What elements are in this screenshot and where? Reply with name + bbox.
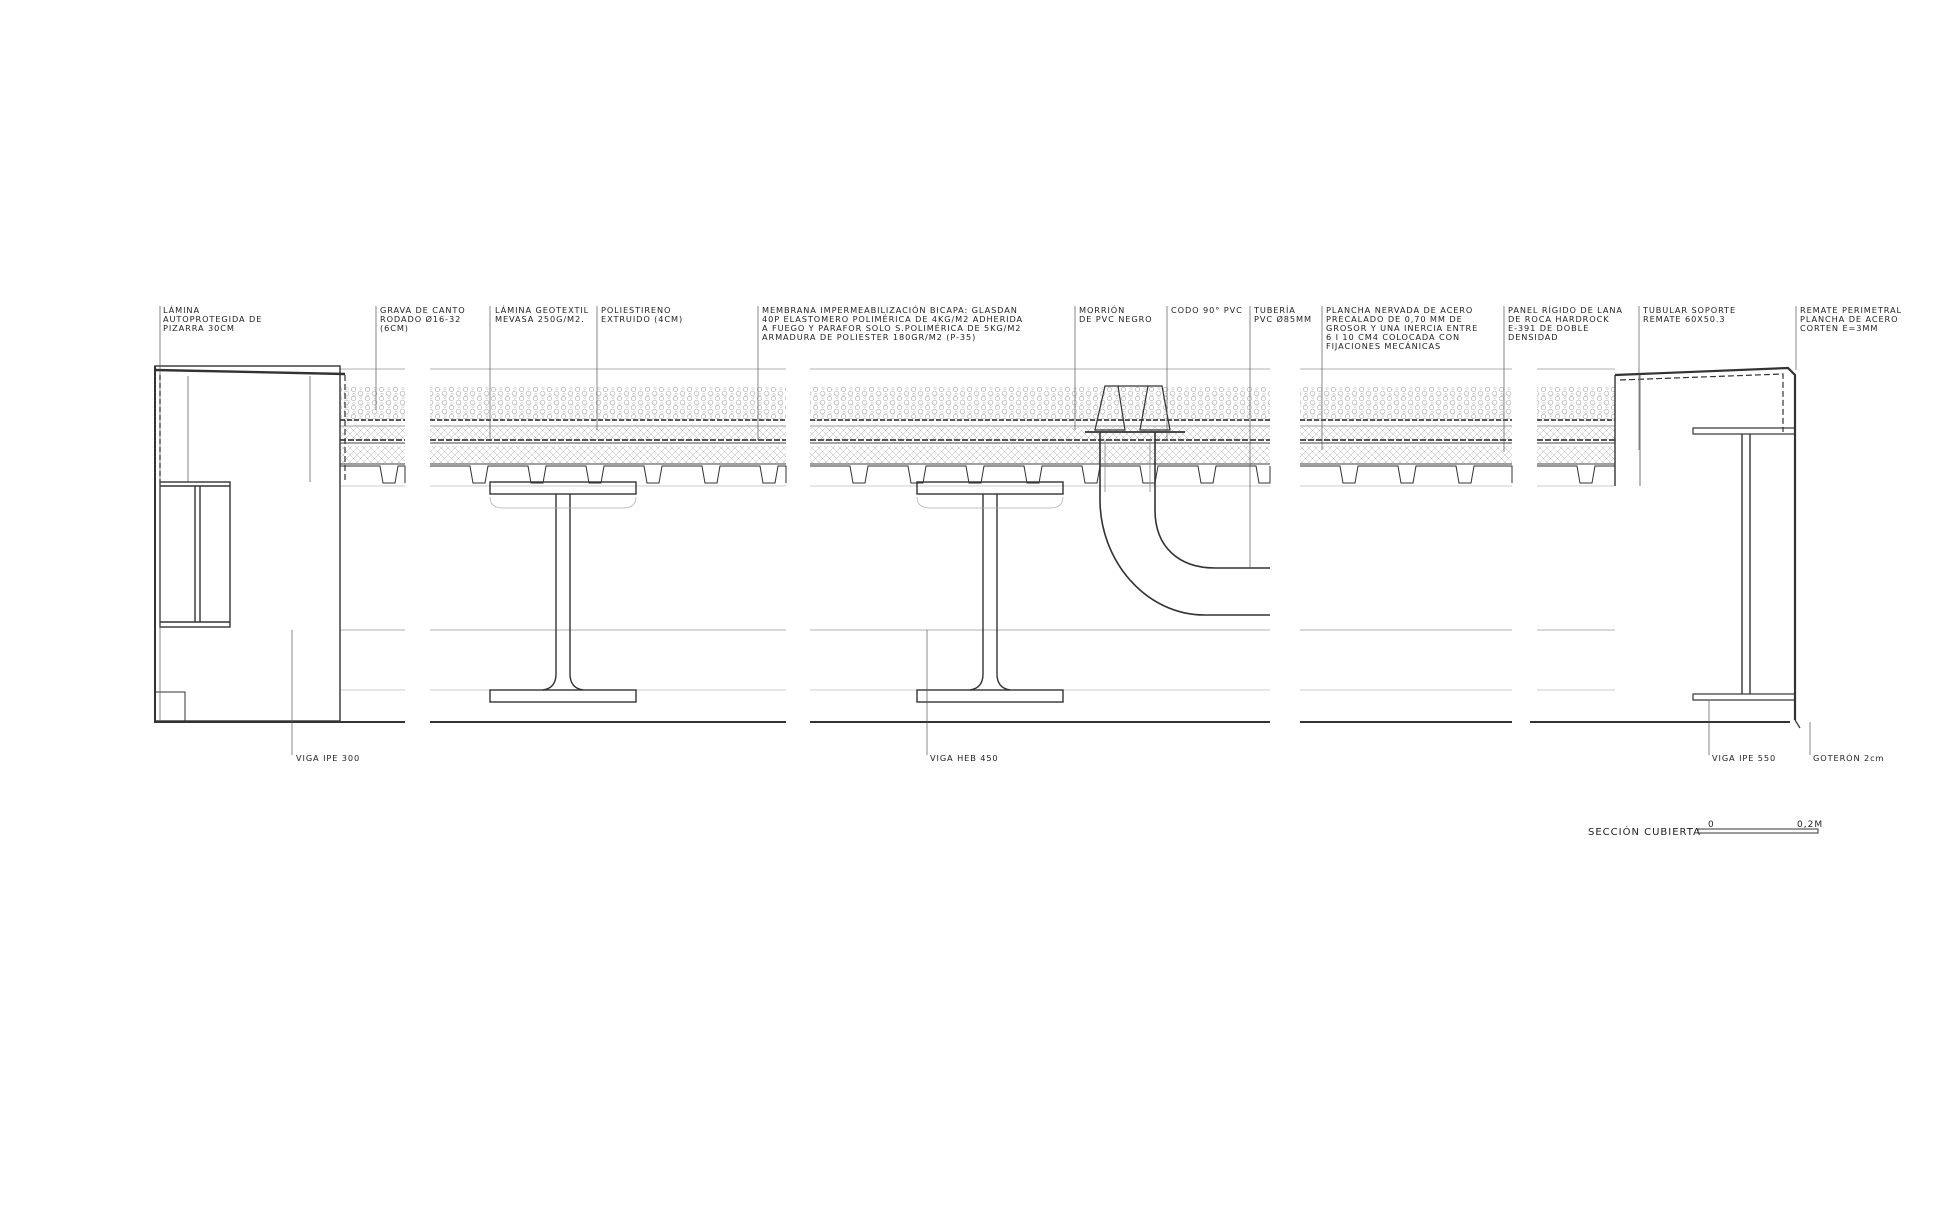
roof-segment — [430, 368, 787, 723]
right-parapet — [1530, 366, 1801, 729]
scale-end: 0,2M — [1797, 820, 1824, 830]
label-line: ARMADURA DE POLIESTER 180gr/m2 (P-35) — [762, 332, 977, 342]
label-line: TUBERÍA — [1254, 305, 1296, 315]
label-line: LÁMINA GEOTEXTIL — [495, 305, 590, 315]
i-beam — [489, 481, 637, 703]
label-line: AUTOPROTEGIDA DE — [163, 314, 263, 324]
label-line: LÁMINA — [163, 305, 200, 315]
label-line: REMATE 60X50.3 — [1643, 314, 1726, 324]
label-line: 40P ELASTOMERO POLIMÉRICA DE 4kg/m2 ADHE… — [762, 314, 1024, 324]
scale-title: SECCIÓN CUBIERTA — [1588, 827, 1701, 838]
label-line: TUBULAR SOPORTE — [1643, 305, 1737, 315]
label-line: PVC ø85mm — [1254, 314, 1312, 324]
label-line: A FUEGO Y PARAFOR SOLO S.POLIMÉRICA DE 5… — [762, 323, 1022, 333]
label-goteron: GOTERÓN 2cm — [1813, 753, 1885, 763]
roof-segment — [1300, 368, 1513, 723]
label-line: RODADO ø16-32 — [380, 314, 462, 324]
label-line: PRECALADO DE 0,70 mm DE — [1326, 314, 1463, 324]
label-line: MORRIÓN — [1079, 305, 1126, 315]
label-line: DE ROCA HARDROCK — [1508, 314, 1610, 324]
label-line: E-391 DE DOBLE — [1508, 323, 1590, 333]
label-line: FIJACIONES MECÁNICAS — [1326, 341, 1442, 351]
label-line: PIZARRA 30cm — [163, 323, 235, 333]
label-viga-ipe-300: VIGA IPE 300 — [296, 753, 361, 763]
label-codo: CODO 90° PVC — [1171, 306, 1243, 315]
label-line: DE PVC NEGRO — [1079, 314, 1153, 324]
scale-bar — [1697, 828, 1819, 834]
roof-segment — [340, 368, 406, 723]
label-line: MEVASA 250g/m2. — [495, 314, 585, 324]
label-line: REMATE PERIMETRAL — [1800, 305, 1902, 315]
i-beam — [916, 481, 1064, 703]
label-line: DENSIDAD — [1508, 332, 1559, 342]
label-viga-heb-450: VIGA HEB 450 — [930, 753, 999, 763]
roof-segment — [1537, 368, 1616, 723]
label-line: POLIESTIRENO — [601, 305, 672, 315]
label-line: EXTRUIDO (4CM) — [601, 314, 684, 324]
label-line: GROSOR Y UNA INERCIA ENTRE — [1326, 323, 1479, 333]
label-line: CODO 90° PVC — [1171, 305, 1243, 315]
label-line: PLANCHA NERVADA DE ACERO — [1326, 305, 1474, 315]
label-line: MEMBRANA IMPERMEABILIZACIÓN BICAPA: GLAS… — [762, 305, 1018, 315]
label-line: PLANCHA DE ACERO — [1800, 314, 1899, 324]
label-line: GRAVA DE CANTO — [380, 305, 466, 315]
roof-segment — [810, 368, 1271, 723]
label-line: PANEL RÍGIDO DE LANA — [1508, 305, 1623, 315]
roof-segments — [340, 368, 1616, 723]
label-line: CORTEN e=3mm — [1800, 323, 1879, 333]
label-viga-ipe-550: VIGA IPE 550 — [1712, 753, 1777, 763]
leader-lines — [159, 306, 1811, 755]
drain-pipe — [1085, 385, 1270, 616]
label-line: (6cm) — [380, 323, 409, 333]
scale-start: 0 — [1708, 820, 1715, 830]
label-membrana: MEMBRANA IMPERMEABILIZACIÓN BICAPA: GLAS… — [762, 306, 1023, 342]
label-line: 6 i 10 cm4 COLOCADA CON — [1326, 332, 1460, 342]
